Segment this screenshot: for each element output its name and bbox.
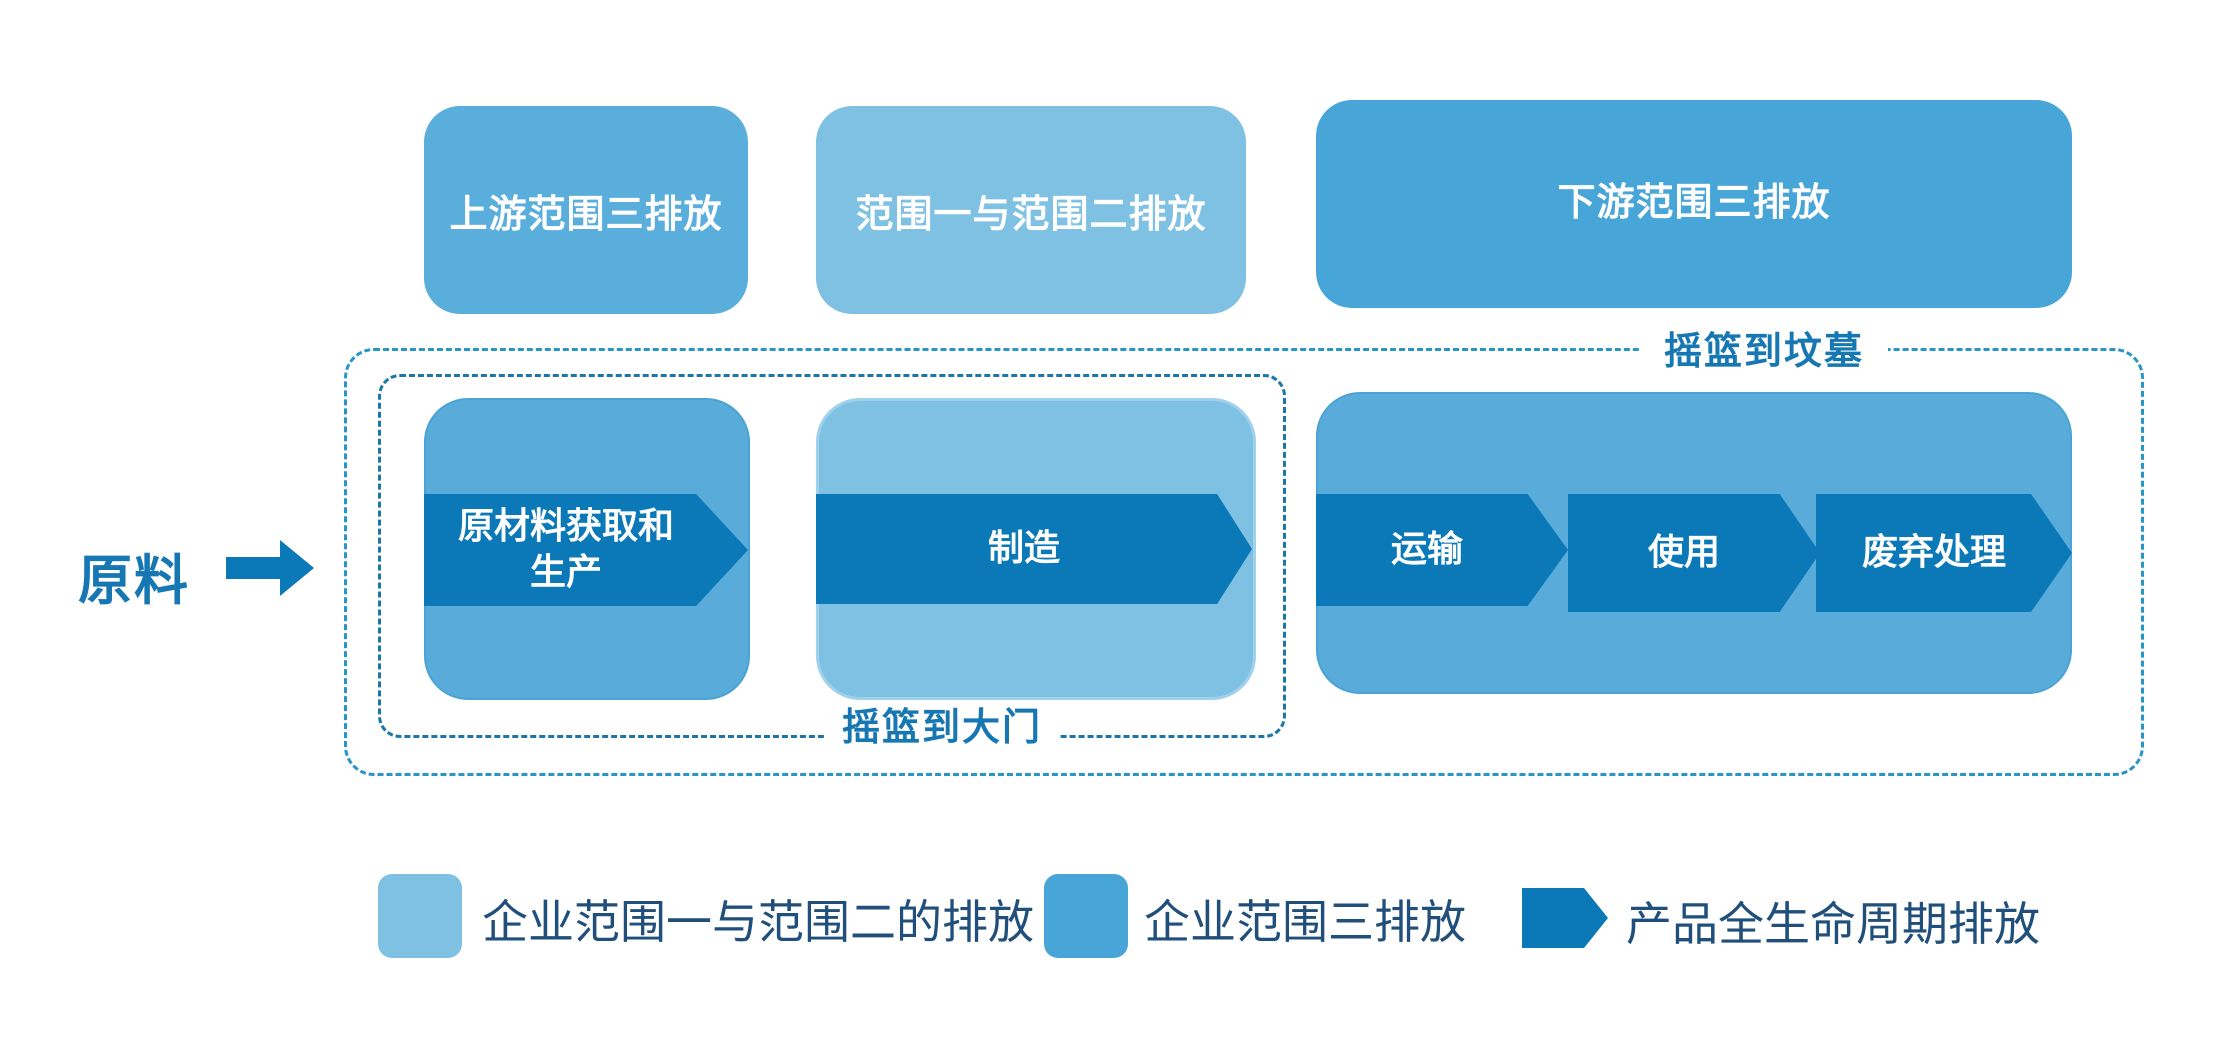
cradle-to-grave-boundary xyxy=(344,348,2144,776)
manufacturing-chevron: 制造 xyxy=(816,494,1252,604)
use-label: 使用 xyxy=(1647,532,1720,573)
cradle-to-grave-label: 摇篮到坟墓 xyxy=(1640,326,1888,376)
legend-lifecycle-label: 产品全生命周期排放 xyxy=(1626,897,2040,951)
transport-chevron: 运输 xyxy=(1316,494,1568,606)
raw-material-label-line1: 原材料获取和 xyxy=(457,506,674,547)
upstream-scope3-box: 上游范围三排放 xyxy=(424,106,748,314)
legend-scope3-label: 企业范围三排放 xyxy=(1144,895,1466,949)
use-chevron: 使用 xyxy=(1568,494,1820,612)
raw-material-label-line2: 生产 xyxy=(529,552,602,593)
source-arrow-icon xyxy=(226,540,314,596)
disposal-chevron: 废弃处理 xyxy=(1816,494,2072,612)
legend-scope12-label: 企业范围一与范围二的排放 xyxy=(482,895,1034,949)
disposal-label: 废弃处理 xyxy=(1861,532,2006,573)
scope12-box: 范围一与范围二排放 xyxy=(816,106,1246,314)
scope12-label: 范围一与范围二排放 xyxy=(855,191,1207,236)
upstream-scope3-label: 上游范围三排放 xyxy=(449,191,723,236)
raw-material-chevron: 原材料获取和 生产 xyxy=(424,494,748,606)
manufacturing-label: 制造 xyxy=(987,528,1060,569)
raw-source-label: 原料 xyxy=(78,549,190,612)
cradle-to-gate-label: 摇篮到大门 xyxy=(826,702,1058,752)
transport-label: 运输 xyxy=(1390,529,1463,570)
legend-scope12-swatch xyxy=(378,874,462,958)
legend-lifecycle-chevron-icon xyxy=(1522,888,1608,948)
downstream-scope3-label: 下游范围三排放 xyxy=(1557,179,1831,224)
legend-scope3-swatch xyxy=(1044,874,1128,958)
downstream-scope3-box: 下游范围三排放 xyxy=(1316,100,2072,308)
